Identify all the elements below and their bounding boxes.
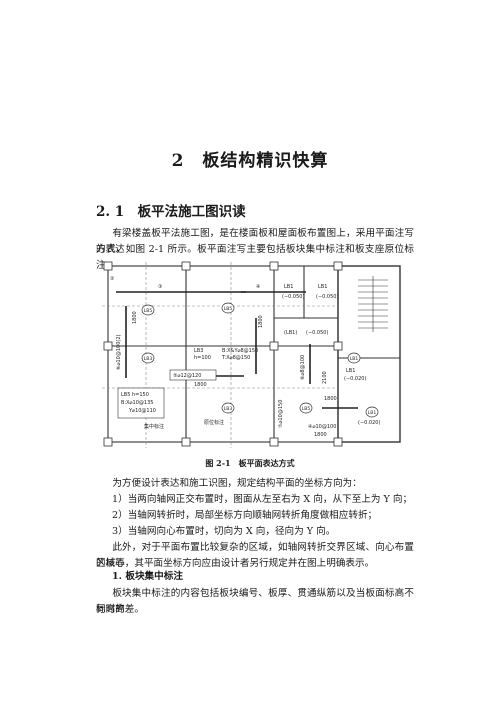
dim-2100: 2100 [322, 371, 328, 384]
lb3-spec-top: T:X⌀8@150 [221, 355, 250, 361]
body-item-1: 1）当两向轴网正交布置时，图面从左至右为 X 向，从下至上为 Y 向； [112, 494, 413, 505]
floor-plan-figure: LB5 LB3 LB5 LB3 LB5 LB1 LB1 LB1 (−0.050)… [102, 261, 401, 448]
lb3-spec-bottom: B:X&Y⌀8@150 [222, 348, 258, 354]
chapter-title: 2 板结构精识快算 [171, 151, 329, 171]
lb1-paren-label: (LB1) [284, 330, 297, 336]
lb5-marker-3: LB5 [302, 406, 311, 412]
axis-label-3: ③ [158, 284, 162, 290]
lb1-label-right: LB1 [346, 368, 355, 374]
elevation-label-2: (−0.050) [316, 294, 338, 300]
lb5-h-label: LB5 h=150 [121, 392, 149, 398]
plan-beams [107, 265, 401, 443]
axis-label-4: ④ [256, 284, 261, 290]
body-item-3: 3）当轴网向心布置时，切向为 X 向，径向为 Y 向。 [112, 526, 336, 537]
elevation-label-3: (−0.050) [306, 330, 328, 336]
lb1-label-top-1: LB1 [284, 284, 293, 290]
elevation-label-4: (−0.020) [344, 376, 366, 382]
body-extra-2: 区域等，其平面坐标方向应由设计者另行规定并在图上明确表示。 [96, 558, 375, 569]
lb5-marker-1: LB5 [144, 308, 153, 314]
subsection-line-2: 标高高差。 [96, 604, 144, 615]
elevation-label-1: (−0.050) [282, 294, 304, 300]
subsection-title: 1. 板块集中标注 [112, 571, 183, 582]
lb1-label-top-2: LB1 [318, 284, 327, 290]
body-item-2: 2）当轴网转折时，局部坐标方向顺轴网转折角度做相应转折； [112, 510, 378, 521]
lb3-marker-2: LB3 [224, 406, 233, 412]
lb3-spec-h: h=100 [194, 355, 211, 361]
plan-columns [103, 261, 343, 447]
slab-markers [141, 302, 379, 418]
lb3-marker-1: LB3 [144, 356, 153, 362]
dim-1800-center: 1800 [194, 382, 207, 388]
lb5-b-label: B:X⌀10@135 [121, 400, 153, 406]
axis-label-2: ② [110, 276, 115, 282]
dim-1800-mid: 1800 [258, 315, 264, 328]
body-line-1: 为方便设计表达和施工识图，规定结构平面的坐标方向为： [112, 478, 362, 489]
dim-1800-left: 1800 [132, 311, 138, 324]
collective-note-box [117, 387, 165, 419]
lb5-marker-2: LB5 [224, 306, 233, 312]
lb3-spec-title: LB3 [194, 348, 203, 354]
stair-hatch [358, 276, 388, 332]
rebar-marks [116, 291, 358, 409]
rebar-label-7: ⑦⌀10@150 [278, 400, 284, 428]
section-title: 2. 1 板平法施工图识读 [96, 204, 246, 220]
rebar-box-5 [169, 369, 217, 381]
rebar-label-6: ⑥⌀10@100(2) [116, 334, 122, 370]
body-extra-1: 此外，对于平面布置比较复杂的区域，如轴网转折交界区域、向心布置的核心 [96, 542, 414, 569]
note-yuanwei: 原位标注 [204, 419, 224, 426]
rebar-label-5: ⑤⌀12@120 [173, 373, 201, 379]
lb5-y-label: Y⌀10@110 [128, 408, 156, 414]
note-jizhong: 集中标注 [144, 423, 164, 430]
figure-caption: 图 2-1 板平面表达方式 [205, 458, 295, 468]
subsection-line-1: 板块集中标注的内容包括板块编号、板厚、贯通纵筋以及当板面标高不同时的 [96, 588, 414, 615]
dim-1800-right: 1800 [324, 396, 337, 402]
lb1-marker-2: LB1 [368, 410, 377, 416]
intro-line-1: 有梁楼盖板平法施工图，是在楼面板和屋面板布置图上，采用平面注写的表达 [96, 228, 414, 255]
rebar-label-8: ⑧⌀8@100 [300, 355, 306, 380]
elevation-label-5: (−0.020) [358, 420, 380, 426]
rebar-label-4: ④⌀10@100 [308, 424, 336, 430]
lb1-marker-1: LB1 [350, 356, 359, 362]
dim-1800-bottom: 1800 [314, 432, 327, 438]
